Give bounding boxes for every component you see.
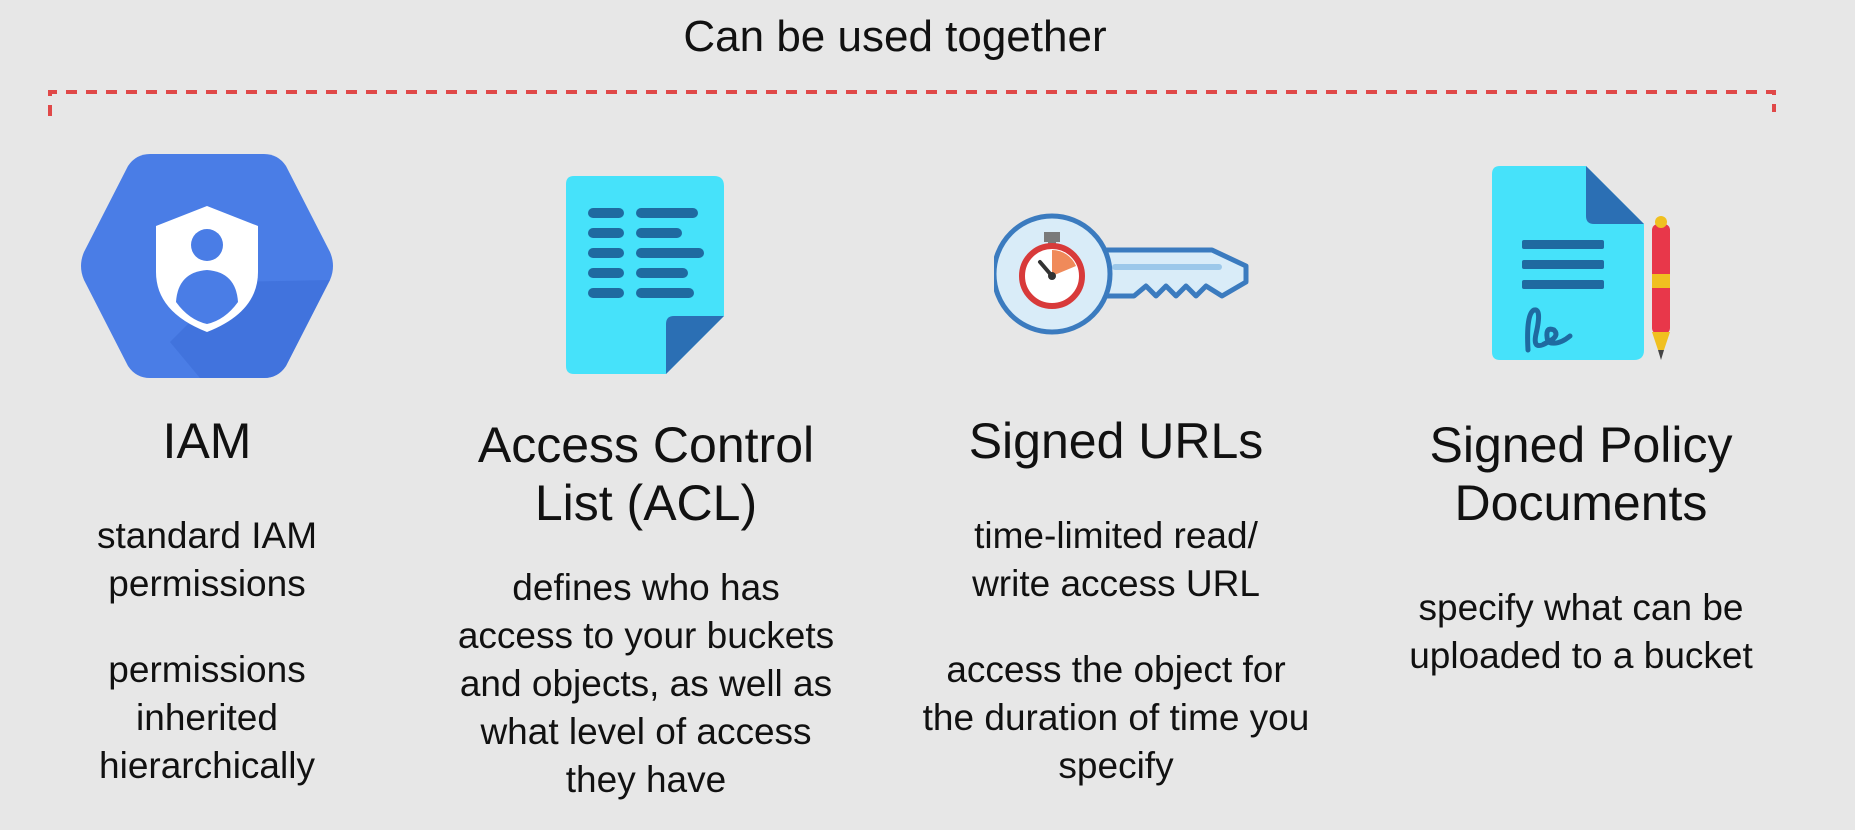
- signed-document-icon: [1492, 166, 1670, 360]
- desc-line: standard IAM: [96, 515, 318, 556]
- timed-key-icon: [994, 213, 1249, 335]
- title-line: Signed Policy: [1429, 417, 1733, 473]
- title-line: Signed URLs: [968, 413, 1264, 469]
- title-line: Documents: [1454, 475, 1708, 531]
- desc-line: specify: [1058, 745, 1174, 786]
- desc-line: access the object for: [946, 649, 1286, 690]
- title-line: Access Control: [477, 417, 815, 473]
- column-desc-iam: standard IAM permissions permissions inh…: [40, 512, 374, 790]
- desc-line: permissions: [108, 649, 306, 690]
- iam-shield-icon: [81, 154, 333, 378]
- desc-line: they have: [565, 759, 727, 800]
- dashed-bracket: [48, 90, 1776, 116]
- column-desc-signed-policy: specify what can be uploaded to a bucket: [1345, 584, 1817, 680]
- desc-line: inherited: [136, 697, 278, 738]
- desc-line: permissions: [108, 563, 306, 604]
- document-list-icon: [566, 176, 724, 374]
- desc-line: and objects, as well as: [459, 663, 833, 704]
- desc-line: access to your buckets: [457, 615, 835, 656]
- desc-line: uploaded to a bucket: [1409, 635, 1753, 676]
- column-title-signed-policy: Signed Policy Documents: [1355, 416, 1807, 532]
- column-desc-acl: defines who has access to your buckets a…: [410, 564, 882, 804]
- column-title-iam: IAM: [55, 412, 359, 470]
- column-title-acl: Access Control List (ACL): [420, 416, 872, 532]
- title-line: List (ACL): [534, 475, 758, 531]
- desc-line: time-limited read/: [974, 515, 1258, 556]
- header-title: Can be used together: [683, 12, 1107, 61]
- desc-line: hierarchically: [99, 745, 315, 786]
- title-line: IAM: [162, 413, 252, 469]
- column-desc-signed-urls: time-limited read/ write access URL acce…: [880, 512, 1352, 790]
- desc-line: defines who has: [512, 567, 780, 608]
- desc-line: write access URL: [972, 563, 1260, 604]
- column-title-signed-urls: Signed URLs: [890, 412, 1342, 470]
- desc-line: the duration of time you: [922, 697, 1310, 738]
- desc-line: what level of access: [480, 711, 812, 752]
- desc-line: specify what can be: [1418, 587, 1744, 628]
